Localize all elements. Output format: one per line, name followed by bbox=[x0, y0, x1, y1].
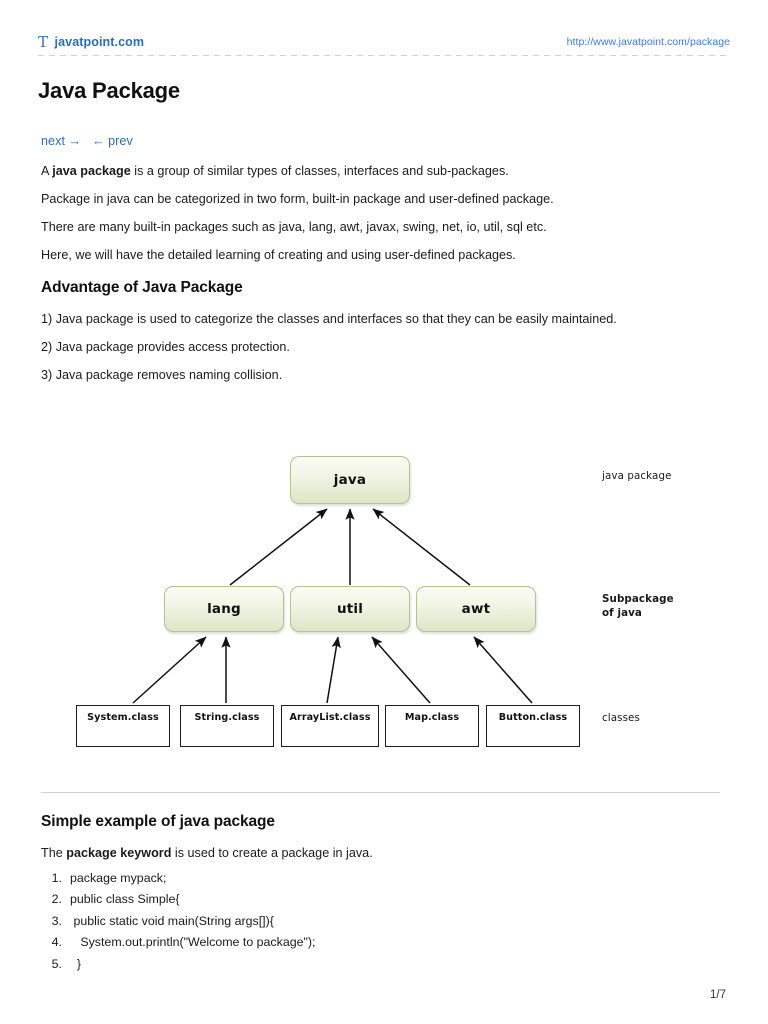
code-line-text: package mypack; bbox=[70, 871, 167, 885]
page-title: Java Package bbox=[38, 78, 180, 103]
header-divider bbox=[38, 55, 730, 56]
example-lead-paragraph: The package keyword is used to create a … bbox=[41, 846, 373, 862]
brand-name: javatpoint.com bbox=[54, 35, 145, 49]
advantage-item-3: 3) Java package removes naming collision… bbox=[41, 368, 283, 382]
section-divider bbox=[41, 792, 720, 793]
intro-p1-suffix: is a group of similar types of classes, … bbox=[130, 164, 509, 178]
diagram-label-java-package: java package bbox=[602, 470, 672, 482]
diagram-node-awt[interactable]: awt bbox=[416, 586, 536, 632]
code-line-number: 3. bbox=[51, 913, 62, 928]
diagram-arrows bbox=[132, 508, 533, 704]
diagram-class-box[interactable]: String.class bbox=[180, 705, 274, 747]
example-lead-suffix: is used to create a package in java. bbox=[171, 846, 373, 860]
diagram-node-java[interactable]: java bbox=[290, 456, 410, 504]
code-line: 1. package mypack; bbox=[44, 872, 315, 893]
diagram-class-box[interactable]: ArrayList.class bbox=[281, 705, 379, 747]
code-line-text: public class Simple{ bbox=[70, 892, 180, 907]
diagram-node-lang[interactable]: lang bbox=[164, 586, 284, 632]
code-line-number: 2. bbox=[51, 892, 62, 907]
intro-p1-bold: java package bbox=[52, 164, 131, 178]
diagram-label-subpackage: Subpackage of java bbox=[602, 593, 674, 621]
example-lead-prefix: The bbox=[41, 846, 67, 860]
example-lead-bold: package keyword bbox=[66, 846, 172, 860]
code-line: 5. } bbox=[44, 956, 315, 979]
package-hierarchy-diagram: java lang util awt System.class String.c… bbox=[0, 430, 768, 770]
advantage-heading: Advantage of Java Package bbox=[41, 279, 243, 296]
diagram-label-classes: classes bbox=[602, 712, 640, 724]
code-line: 3. public static void main(String args[]… bbox=[44, 913, 315, 936]
diagram-label-subpackage-line1: Subpackage bbox=[602, 593, 674, 605]
example-heading: Simple example of java package bbox=[41, 813, 275, 830]
diagram-class-box[interactable]: Button.class bbox=[486, 705, 580, 747]
link-separator bbox=[85, 134, 89, 148]
intro-paragraph-4: Here, we will have the detailed learning… bbox=[41, 248, 516, 262]
source-url[interactable]: http://www.javatpoint.com/package bbox=[566, 36, 730, 48]
code-line-number: 1. bbox=[51, 871, 62, 885]
advantage-item-2: 2) Java package provides access protecti… bbox=[41, 340, 290, 354]
intro-paragraph-3: There are many built-in packages such as… bbox=[41, 220, 547, 234]
brand[interactable]: T javatpoint.com bbox=[38, 32, 145, 51]
code-line-text: public static void main(String args[]){ bbox=[70, 913, 274, 928]
code-line-number: 5. bbox=[51, 956, 62, 971]
diagram-class-box[interactable]: Map.class bbox=[385, 705, 479, 747]
code-line: 4. System.out.println("Welcome to packag… bbox=[44, 935, 316, 957]
prev-link[interactable]: ← prev bbox=[91, 134, 133, 148]
intro-paragraph-1: A java package is a group of similar typ… bbox=[41, 164, 509, 180]
diagram-label-subpackage-line2: of java bbox=[602, 606, 642, 619]
code-line-number: 4. bbox=[51, 935, 62, 950]
advantage-item-1: 1) Java package is used to categorize th… bbox=[41, 312, 617, 326]
code-line-text: System.out.println("Welcome to package")… bbox=[70, 935, 316, 950]
javatpoint-logo-icon: T bbox=[38, 32, 48, 51]
site-header: T javatpoint.com http://www.javatpoint.c… bbox=[38, 31, 730, 53]
code-line-text: } bbox=[70, 956, 82, 971]
code-line: 2. public class Simple{ bbox=[44, 893, 315, 914]
diagram-class-box[interactable]: System.class bbox=[76, 705, 170, 747]
diagram-node-util[interactable]: util bbox=[290, 586, 410, 632]
pager-links: next → ← prev bbox=[41, 134, 133, 148]
intro-p1-prefix: A bbox=[41, 164, 53, 178]
code-listing: 1. package mypack; 2. public class Simpl… bbox=[44, 872, 316, 979]
page-indicator: 1/7 bbox=[710, 989, 726, 1001]
next-link[interactable]: next → bbox=[41, 134, 82, 148]
intro-paragraph-2: Package in java can be categorized in tw… bbox=[41, 192, 554, 206]
